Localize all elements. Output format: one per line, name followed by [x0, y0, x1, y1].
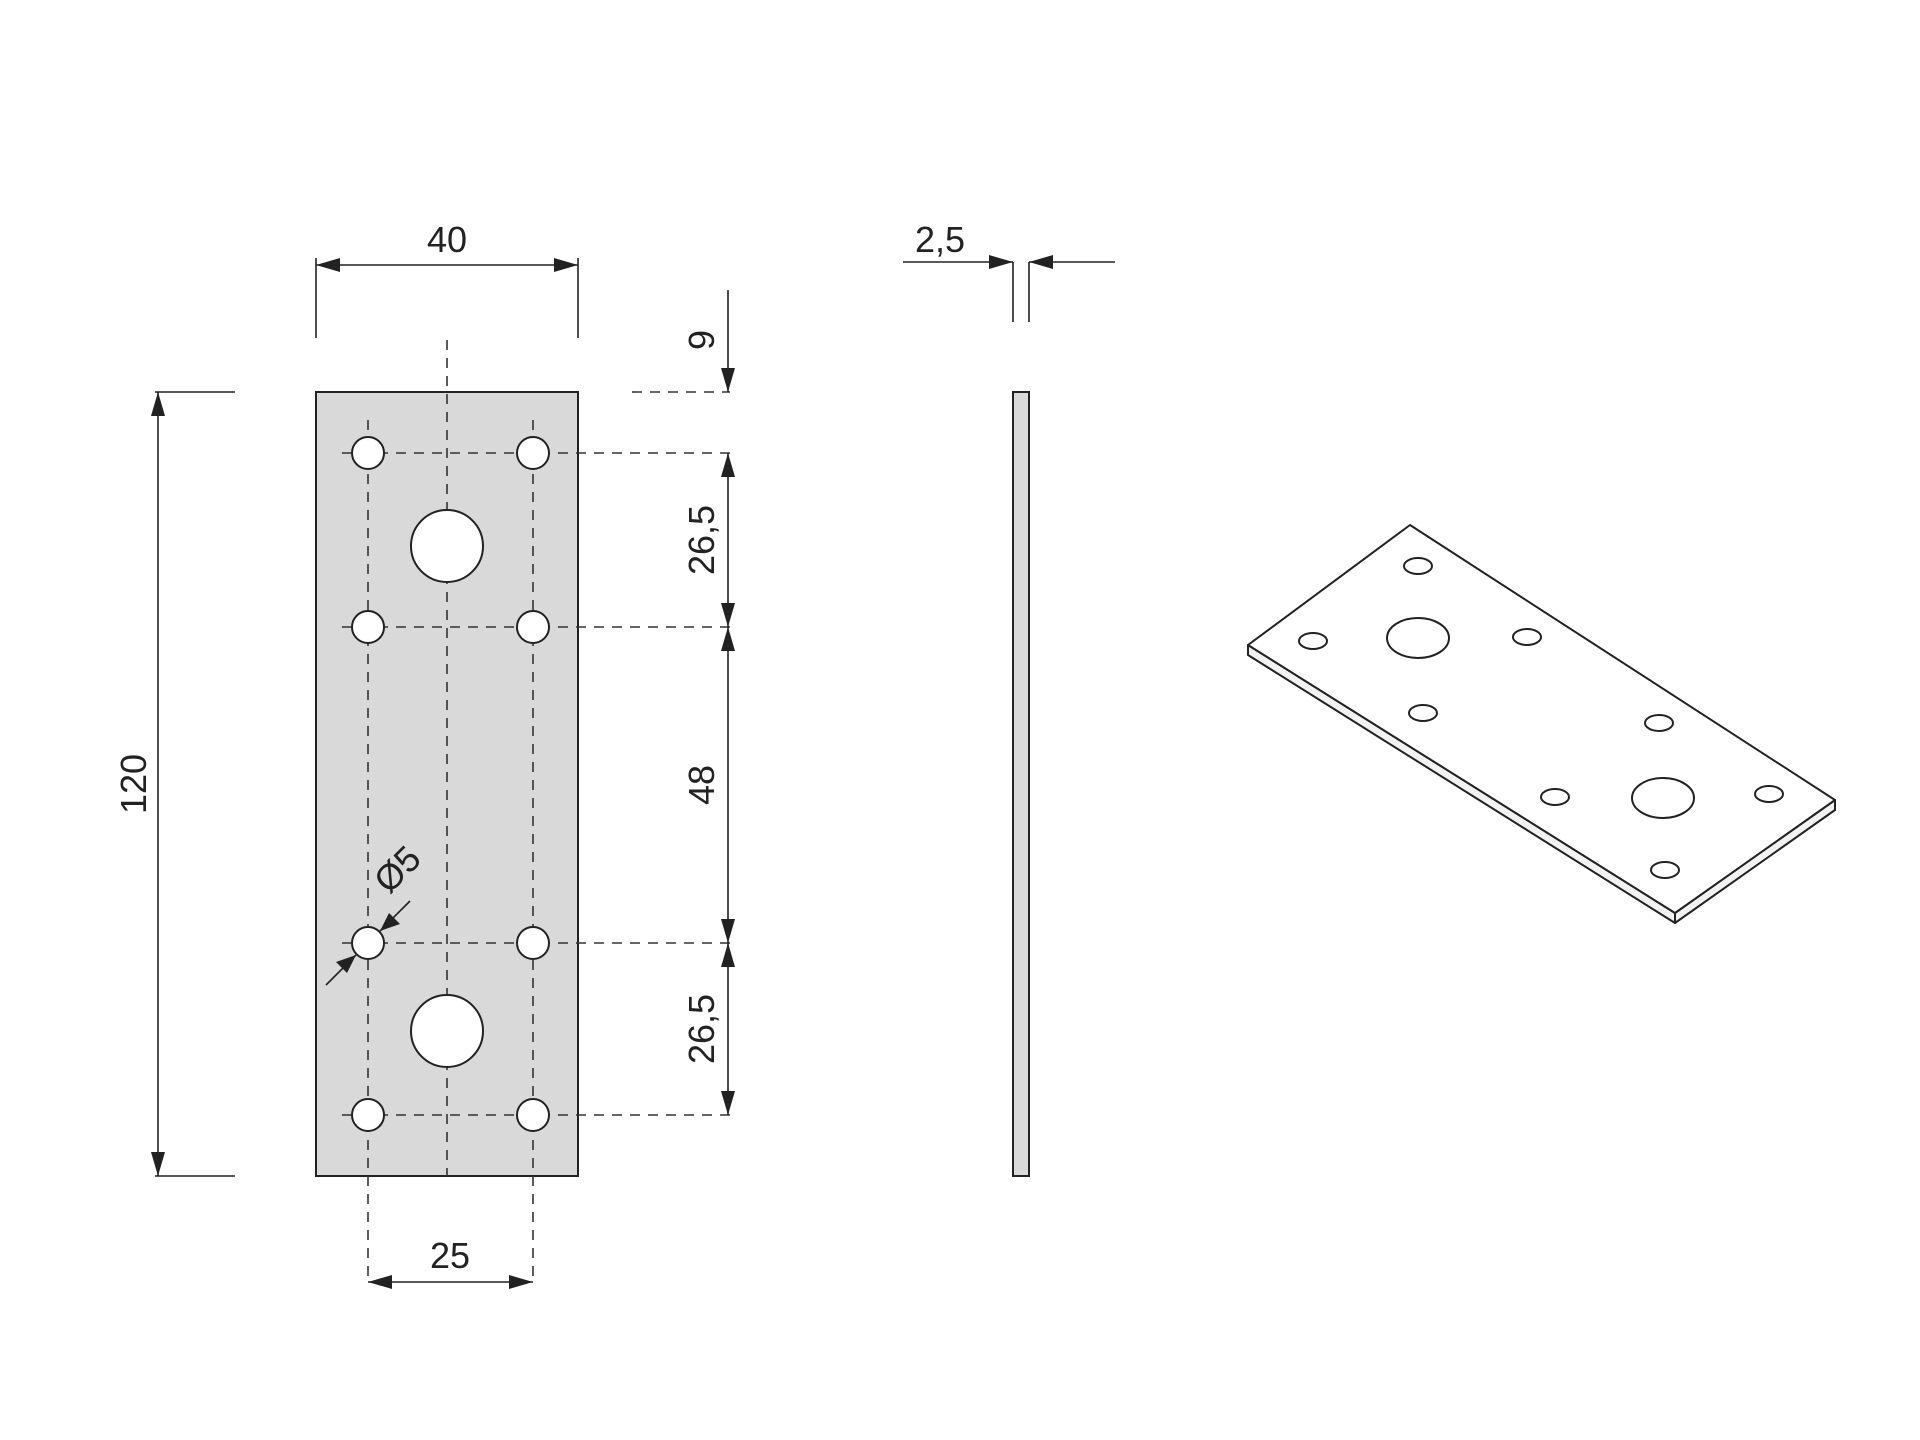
small-holes: [351, 436, 550, 1132]
front-view: 40 120 9 26,5 48: [113, 219, 735, 1289]
small-hole: [516, 1098, 550, 1132]
small-hole: [351, 436, 385, 470]
isometric-view: [1247, 524, 1836, 924]
small-hole: [516, 926, 550, 960]
dim-edge-offset-label: 9: [681, 330, 722, 350]
dim-spacing-middle: 48: [681, 627, 735, 943]
small-hole: [351, 610, 385, 644]
iso-small-hole: [1540, 788, 1570, 806]
iso-small-hole: [1644, 714, 1674, 732]
dim-length: 120: [113, 391, 235, 1177]
large-hole-top: [410, 509, 484, 583]
dim-spacing-middle-label: 48: [681, 765, 722, 805]
iso-large-hole: [1386, 617, 1450, 659]
iso-small-hole: [1650, 861, 1680, 879]
small-hole: [351, 1098, 385, 1132]
iso-small-hole: [1512, 628, 1542, 646]
dim-width-label: 40: [427, 219, 467, 260]
dim-length-label: 120: [113, 754, 154, 814]
dim-spacing-bottom-label: 26,5: [681, 994, 722, 1064]
dim-column-spacing: 25: [368, 1235, 533, 1289]
iso-plate-top: [1247, 524, 1836, 914]
iso-holes: [1298, 557, 1784, 879]
dim-thickness-label: 2,5: [915, 219, 965, 260]
small-hole: [516, 436, 550, 470]
iso-small-hole: [1408, 704, 1438, 722]
dim-spacing-top-label: 26,5: [681, 505, 722, 575]
iso-small-hole: [1403, 557, 1433, 575]
plate-side: [1012, 391, 1030, 1177]
side-view: 2,5: [903, 219, 1115, 1177]
large-hole-bottom: [410, 994, 484, 1068]
dim-spacing-top: 26,5: [681, 453, 735, 627]
iso-small-hole: [1754, 785, 1784, 803]
dim-width: 40: [315, 219, 579, 338]
iso-large-hole: [1631, 777, 1695, 819]
iso-small-hole: [1298, 632, 1328, 650]
dim-column-spacing-label: 25: [430, 1235, 470, 1276]
small-hole: [516, 610, 550, 644]
dim-spacing-bottom: 26,5: [681, 943, 735, 1115]
dim-edge-offset: 9: [681, 290, 735, 392]
small-hole: [351, 926, 385, 960]
